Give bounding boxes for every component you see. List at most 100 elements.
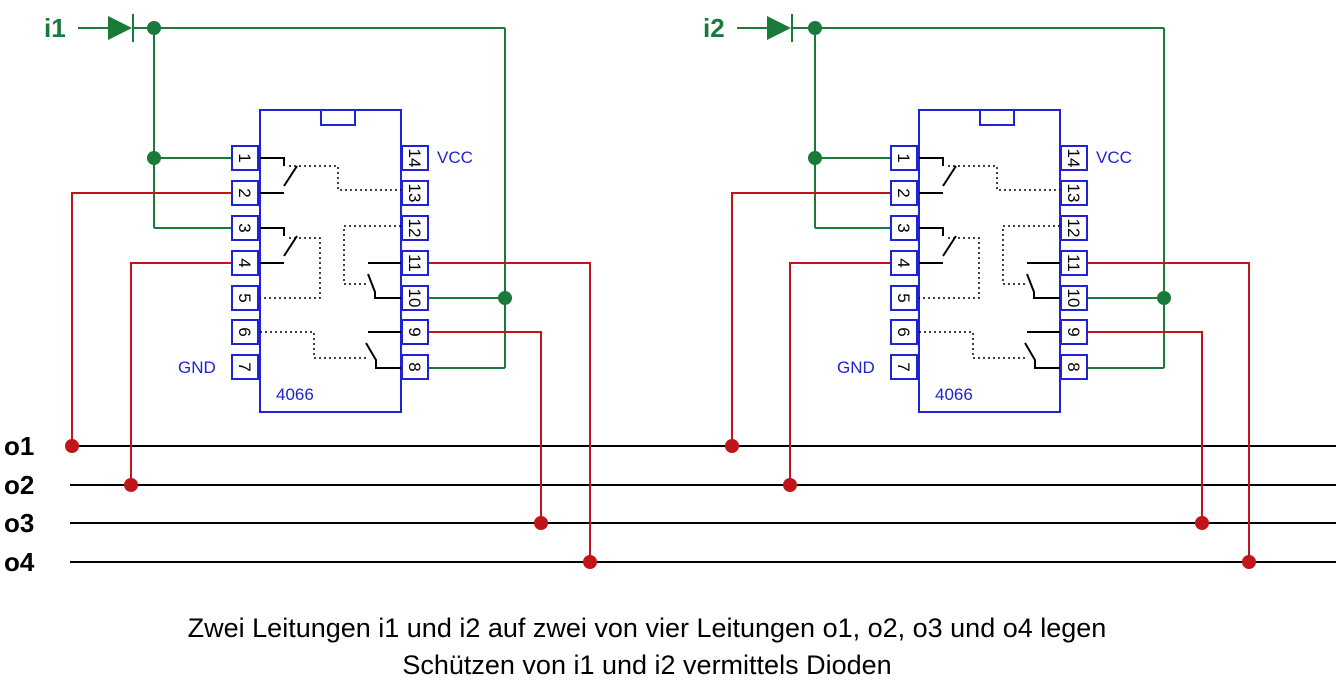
switch-10-11 — [1026, 273, 1060, 299]
caption-line-2: Schützen von i1 und i2 vermittels Dioden — [402, 650, 891, 680]
pin-label-11: 11 — [405, 254, 424, 272]
wire-pin11-to-o4 — [428, 262, 591, 562]
input-label-i1: i1 — [44, 13, 66, 43]
output-junction-o4 — [583, 555, 597, 569]
gnd-label: GND — [178, 358, 216, 377]
pin-3 — [890, 215, 918, 241]
pin-label-9: 9 — [405, 327, 424, 336]
pin-label-3: 3 — [894, 223, 913, 232]
pin-9 — [1060, 319, 1088, 345]
pin-9 — [401, 319, 429, 345]
pin-label-6: 6 — [894, 327, 913, 336]
control-line-12 — [343, 225, 401, 285]
pin-4 — [231, 250, 259, 276]
output-junction-o3 — [534, 516, 548, 530]
output-junction-o2 — [783, 478, 797, 492]
wire-pin2-to-o1 — [71, 192, 232, 446]
pin-8 — [401, 354, 429, 380]
pin-label-12: 12 — [405, 219, 424, 238]
pin-label-13: 13 — [1064, 184, 1083, 203]
gnd-label: GND — [837, 358, 875, 377]
pin-4 — [890, 250, 918, 276]
chip-notch — [979, 109, 1015, 126]
output-label-o1: o1 — [4, 431, 34, 461]
pin-11 — [401, 250, 429, 276]
pin-14 — [1060, 145, 1088, 171]
control-line-6 — [260, 331, 366, 359]
pin-label-8: 8 — [405, 362, 424, 371]
pin-label-5: 5 — [235, 293, 254, 302]
pin-label-6: 6 — [235, 327, 254, 336]
pin-label-8: 8 — [1064, 362, 1083, 371]
switch-8-9 — [1024, 342, 1060, 369]
pin-label-10: 10 — [405, 289, 424, 308]
pin-label-7: 7 — [235, 362, 254, 371]
pin-12 — [1060, 215, 1088, 241]
pin-label-2: 2 — [235, 188, 254, 197]
pin-label-10: 10 — [1064, 289, 1083, 308]
pin-label-1: 1 — [894, 153, 913, 162]
wire-pin2-to-o1 — [731, 192, 891, 446]
output-junction-o4 — [1242, 555, 1256, 569]
pin-11 — [1060, 250, 1088, 276]
control-line-13 — [289, 165, 401, 191]
junction-dot — [1157, 291, 1171, 305]
input-label-i2: i2 — [703, 13, 725, 43]
switch-1-2 — [260, 157, 298, 187]
output-junction-o3 — [1195, 516, 1209, 530]
chip-body — [918, 109, 1061, 413]
switch-1-2 — [919, 157, 957, 187]
pin-label-2: 2 — [894, 188, 913, 197]
pin-5 — [890, 285, 918, 311]
vcc-label: VCC — [437, 148, 473, 167]
output-junction-o1 — [725, 439, 739, 453]
vcc-label: VCC — [1096, 148, 1132, 167]
pin-7 — [890, 354, 918, 380]
output-label-o4: o4 — [4, 547, 35, 577]
pin-label-11: 11 — [1064, 254, 1083, 272]
chip-part-label: 4066 — [276, 385, 314, 404]
control-line-12 — [1002, 225, 1060, 285]
pin-label-4: 4 — [235, 258, 254, 267]
pin-label-1: 1 — [235, 153, 254, 162]
switch-8-9 — [365, 342, 401, 369]
diode-icon — [767, 16, 791, 40]
pin-label-3: 3 — [235, 223, 254, 232]
pin-label-14: 14 — [405, 149, 424, 168]
junction-dot — [147, 151, 161, 165]
output-junction-o1 — [65, 439, 79, 453]
pin-label-14: 14 — [1064, 149, 1083, 168]
switch-3-4 — [260, 227, 298, 257]
chip-notch — [320, 109, 356, 126]
control-line-5 — [260, 237, 321, 299]
pin-2 — [890, 180, 918, 206]
pin-3 — [231, 215, 259, 241]
switch-block-1: i1 — [44, 13, 597, 569]
pin-14 — [401, 145, 429, 171]
control-line-5 — [919, 237, 980, 299]
pin-label-13: 13 — [405, 184, 424, 203]
wire-pin4-to-o2 — [130, 262, 232, 485]
pin-label-12: 12 — [1064, 219, 1083, 238]
wire-pin9-to-o3 — [428, 331, 542, 523]
pin-label-7: 7 — [894, 362, 913, 371]
output-label-o3: o3 — [4, 508, 34, 538]
pin-12 — [401, 215, 429, 241]
pin-5 — [231, 285, 259, 311]
pin-1 — [890, 145, 918, 171]
pin-8 — [1060, 354, 1088, 380]
wire-pin9-to-o3 — [1087, 331, 1203, 523]
pin-13 — [1060, 180, 1088, 206]
chip-part-label: 4066 — [935, 385, 973, 404]
junction-dot — [808, 151, 822, 165]
pin-label-4: 4 — [894, 258, 913, 267]
pin-1 — [231, 145, 259, 171]
junction-dot — [498, 291, 512, 305]
pin-7 — [231, 354, 259, 380]
pin-10 — [401, 285, 429, 311]
switch-10-11 — [367, 273, 401, 299]
output-label-o2: o2 — [4, 470, 34, 500]
pin-10 — [1060, 285, 1088, 311]
